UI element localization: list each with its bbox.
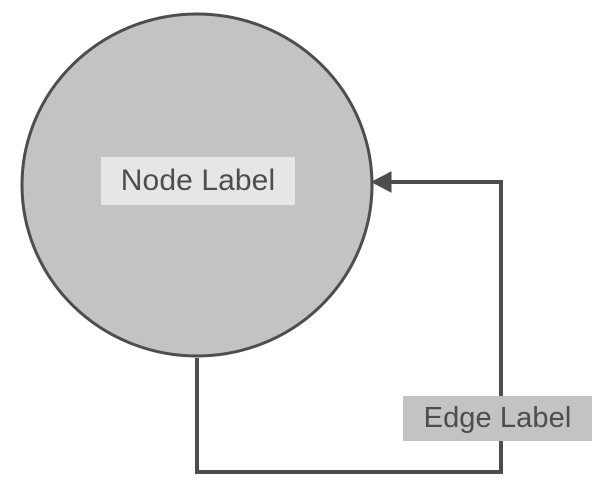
arrowhead-icon — [370, 171, 392, 193]
node-label[interactable]: Node Label — [101, 157, 295, 205]
node-label-text: Node Label — [120, 164, 276, 197]
edge-label-text: Edge Label — [423, 402, 572, 434]
edge-path[interactable] — [195, 180, 503, 474]
edge-label[interactable]: Edge Label — [403, 396, 592, 441]
